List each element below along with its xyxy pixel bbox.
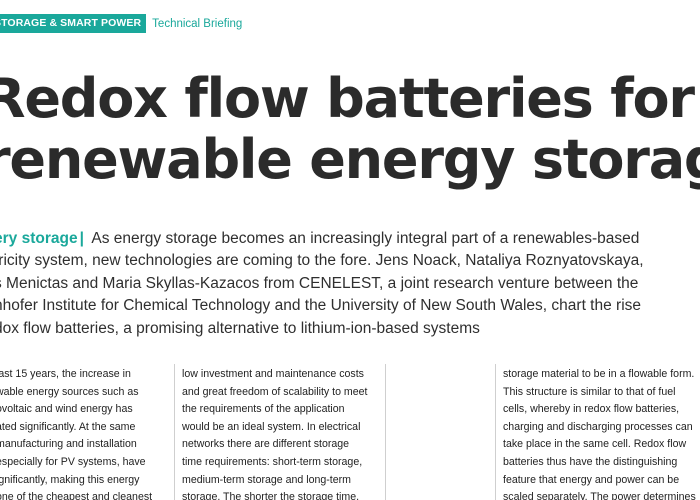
standfirst-line-4: nhofer Institute for Chemical Technology…: [0, 297, 642, 315]
section-subtitle: Technical Briefing: [152, 17, 243, 30]
standfirst-line-1: ery storage| As energy storage becomes a…: [0, 228, 700, 250]
article-headline: Redox flow batteries for renewable energ…: [0, 68, 700, 190]
body-line: ated significantly. At the same: [0, 420, 136, 433]
body-line: This structure is similar to that of fue…: [503, 385, 676, 398]
body-line: storage. The shorter the storage time,: [182, 491, 360, 500]
body-line: wable energy sources such as: [0, 385, 139, 398]
body-line: scaled separately. The power determines: [503, 491, 696, 500]
standfirst: ery storage| As energy storage becomes a…: [0, 228, 700, 340]
section-tag: STORAGE & SMART POWER: [0, 14, 147, 33]
column-rule: [495, 364, 496, 500]
body-line: feature that energy and power can be: [503, 473, 680, 486]
column-rule: [385, 364, 386, 500]
body-line: manufacturing and installation: [0, 438, 137, 451]
body-line: cells, whereby in redox flow batteries,: [503, 403, 680, 416]
body-line: take place in the same cell. Redox flow: [503, 438, 687, 451]
headline-line-1: Redox flow batteries for: [0, 67, 695, 130]
body-column-3: storage material to be in a flowable for…: [503, 366, 700, 500]
headline-line-2: renewable energy storage: [0, 128, 700, 191]
kicker-divider: |: [79, 230, 84, 247]
body-line: medium-term storage and long-term: [182, 473, 351, 486]
body-line: batteries thus have the distinguishing: [503, 455, 678, 468]
body-line: would be an ideal system. In electrical: [182, 420, 361, 433]
kicker: ery storage: [0, 230, 78, 247]
body-line: charging and discharging processes can: [503, 420, 693, 433]
body-line: especially for PV systems, have: [0, 455, 146, 468]
body-line: ignificantly, making this energy: [0, 473, 140, 486]
standfirst-line-5: dox flow batteries, a promising alternat…: [0, 319, 480, 337]
body-line: last 15 years, the increase in: [0, 368, 131, 380]
body-column-1: last 15 years, the increase in wable ene…: [0, 366, 166, 500]
body-line: one of the cheapest and cleanest: [0, 491, 153, 500]
body-column-2: low investment and maintenance costs and…: [182, 366, 372, 500]
body-line: the requirements of the application: [182, 403, 345, 416]
body-line: time requirements: short-term storage,: [182, 455, 363, 468]
column-rule: [174, 364, 175, 500]
standfirst-text-1: As energy storage becomes an increasingl…: [91, 230, 640, 247]
standfirst-line-3: s Menictas and Maria Skyllas-Kazacos fro…: [0, 274, 639, 292]
body-line: ovoltaic and wind energy has: [0, 403, 133, 416]
body-line: storage material to be in a flowable for…: [503, 368, 695, 380]
standfirst-line-2: tricity system, new technologies are com…: [0, 252, 644, 270]
body-line: low investment and maintenance costs: [182, 368, 364, 380]
body-line: networks there are different storage: [182, 438, 350, 451]
body-line: and great freedom of scalability to meet: [182, 385, 368, 398]
section-header: STORAGE & SMART POWER Technical Briefing: [0, 14, 242, 33]
